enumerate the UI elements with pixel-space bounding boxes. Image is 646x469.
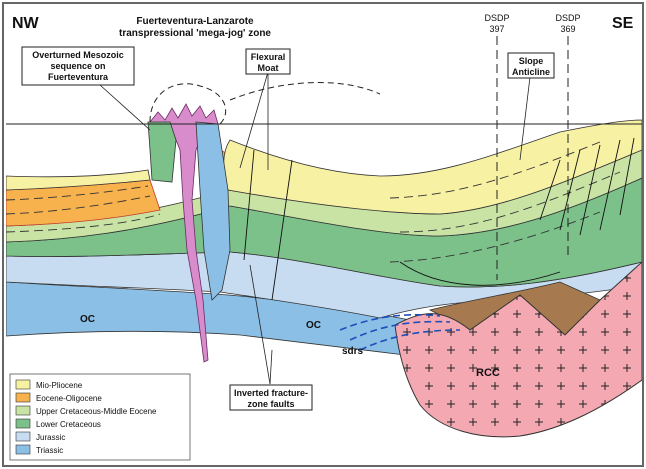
oc-right-label: OC	[306, 320, 321, 331]
legend-label-eocene-oligocene: Eocene-Oligocene	[36, 394, 102, 403]
legend-swatch-eocene-oligocene	[16, 393, 30, 402]
slope-callout-line2: Anticline	[512, 67, 550, 77]
tilted-mesozoic-block	[148, 122, 176, 182]
dsdp-397-name: DSDP	[484, 13, 509, 23]
rcc-label: RCC	[476, 367, 500, 379]
flexural-callout-line1: Flexural	[251, 52, 286, 62]
legend-swatch-lower-cretaceous	[16, 419, 30, 428]
legend: Mio-Pliocene Eocene-Oligocene Upper Cret…	[10, 374, 190, 460]
overturned-callout-line2: sequence on	[50, 61, 105, 71]
slope-callout-line1: Slope	[519, 56, 544, 66]
inverted-callout-line2: zone faults	[247, 399, 294, 409]
legend-label-jurassic: Jurassic	[36, 433, 65, 442]
mega-jog-title-line1: Fuerteventura-Lanzarote	[136, 16, 254, 27]
dsdp-369-name: DSDP	[555, 13, 580, 23]
dsdp-397-number: 397	[489, 24, 504, 34]
legend-swatch-upper-cretaceous	[16, 406, 30, 415]
legend-swatch-triassic	[16, 445, 30, 454]
legend-label-upper-cretaceous: Upper Cretaceous-Middle Eocene	[36, 407, 157, 416]
mega-jog-title-line2: transpressional 'mega-jog' zone	[119, 28, 271, 39]
se-direction-label: SE	[612, 15, 634, 32]
legend-label-mio-pliocene: Mio-Pliocene	[36, 381, 83, 390]
legend-swatch-mio-pliocene	[16, 380, 30, 389]
legend-label-triassic: Triassic	[36, 446, 63, 455]
nw-direction-label: NW	[12, 15, 40, 32]
dsdp-369-number: 369	[560, 24, 575, 34]
flexural-callout-line2: Moat	[258, 63, 279, 73]
oc-left-label: OC	[80, 314, 95, 325]
legend-swatch-jurassic	[16, 432, 30, 441]
inverted-callout-line1: Inverted fracture-	[234, 388, 308, 398]
overturned-callout-line3: Fuerteventura	[48, 72, 109, 82]
sdrs-label: sdrs	[342, 346, 364, 357]
legend-label-lower-cretaceous: Lower Cretaceous	[36, 420, 101, 429]
overturned-callout-line1: Overturned Mesozoic	[32, 50, 124, 60]
